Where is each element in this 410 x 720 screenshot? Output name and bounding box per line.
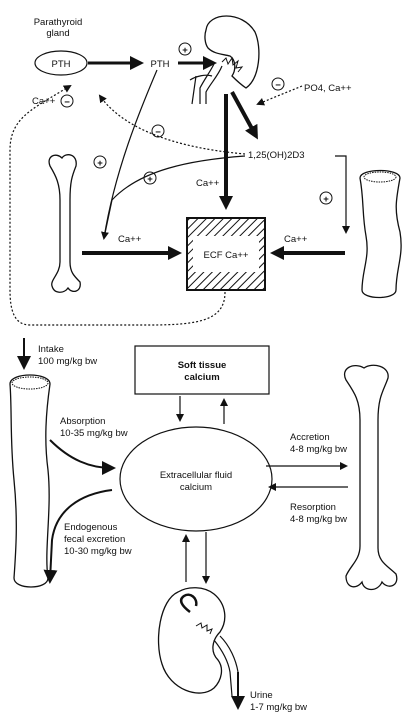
intake-label-line2: 100 mg/kg bw (38, 356, 97, 367)
minus-sign-vitd: − (155, 127, 161, 138)
minus-circle-vitd (151, 124, 165, 138)
plus-circle-vitd-bone (143, 171, 157, 185)
ca-feedback-label: Ca++ (32, 96, 56, 107)
kidney-top-icon (204, 15, 260, 89)
soft-tissue-label-line1: Soft tissue (178, 360, 227, 371)
plus-circle-pth-bone (93, 155, 107, 169)
endo-label-line3: 10-30 mg/kg bw (64, 546, 132, 557)
resorption-label-line2: 4-8 mg/kg bw (290, 514, 347, 525)
urine-label-line2: 1-7 mg/kg bw (250, 702, 307, 713)
endogenous-excretion-arrow (43, 489, 113, 584)
kidney-top-calyx (221, 56, 244, 73)
vitd-label: 1,25(OH)2D3 (248, 150, 305, 161)
kidney-bottom-ureter-b (219, 635, 239, 673)
ca-left-label: Ca++ (118, 234, 142, 245)
accretion-label-line1: Accretion (290, 432, 330, 443)
urine-label-line1: Urine (250, 690, 273, 701)
ca-right-label: Ca++ (284, 234, 308, 245)
intestine-top-lumen (363, 171, 397, 183)
ca-feedback-dotted-path (9, 84, 226, 326)
resorption-label-line1: Resorption (290, 502, 336, 513)
parathyroid-gland-shape (34, 50, 88, 76)
absorption-label-line1: Absorption (60, 416, 105, 427)
kidney-top-vessel-b (191, 75, 197, 105)
bone-top-icon (48, 154, 81, 293)
minus-sign-feedback: − (64, 97, 70, 108)
kidney-bottom-ureter-a (213, 639, 233, 697)
plus-sign-pth-bone: + (97, 158, 103, 169)
intestine-bottom-icon (9, 374, 51, 588)
plus-circle-intestine (319, 191, 333, 205)
absorption-arrow (49, 439, 116, 475)
parathyroid-label-line2: gland (46, 28, 69, 39)
intestine-bottom-lumen (11, 376, 49, 390)
kidney-to-vitd-arrow (230, 91, 258, 140)
vitd-to-gland-dotted-path (98, 94, 246, 155)
vitd-to-bone-path (103, 155, 246, 239)
soft-tissue-label-line2: calcium (184, 372, 219, 383)
plus-sign-intestine: + (323, 194, 329, 205)
endo-label-line1: Endogenous (64, 522, 118, 533)
po4-ca-label: PO4, Ca++ (304, 83, 352, 94)
plus-sign-vitd-bone: + (147, 174, 153, 185)
ecf-box-label: ECF Ca++ (204, 250, 249, 261)
intestine-top-icon (359, 169, 402, 299)
kidney-bottom-calyx (195, 622, 213, 635)
kidney-top-ureter-a (199, 63, 215, 104)
pth-free-label: PTH (151, 59, 170, 70)
pth-gland-label: PTH (52, 59, 71, 70)
ecf-box-label-bg (193, 236, 259, 272)
soft-tissue-box (134, 345, 270, 395)
minus-circle-po4 (271, 77, 285, 91)
ecf-ellipse-label-line2: calcium (180, 482, 212, 493)
kidney-bottom-icon (157, 587, 226, 694)
plus-circle-pth-kidney (178, 42, 192, 56)
ecf-ellipse-label-line1: Extracellular fluid (160, 470, 232, 481)
ecf-ellipse (119, 426, 273, 532)
intake-label-line1: Intake (38, 344, 64, 355)
ca-kidney-label: Ca++ (196, 178, 220, 189)
bone-bottom-icon (343, 364, 398, 591)
parathyroid-label-line1: Parathyroid (34, 17, 83, 28)
vitd-to-intestine-path (335, 155, 350, 234)
accretion-label-line2: 4-8 mg/kg bw (290, 444, 347, 455)
endo-label-line2: fecal excretion (64, 534, 125, 545)
absorption-label-line2: 10-35 mg/kg bw (60, 428, 128, 439)
kidney-top-ureter-b (205, 65, 223, 104)
minus-sign-po4: − (275, 80, 281, 91)
pth-to-bone-path (101, 69, 158, 240)
minus-circle-feedback (60, 94, 74, 108)
kidney-bottom-recycle-loop (179, 593, 198, 613)
kidney-top-vessel (189, 74, 213, 81)
plus-sign: + (182, 45, 188, 56)
